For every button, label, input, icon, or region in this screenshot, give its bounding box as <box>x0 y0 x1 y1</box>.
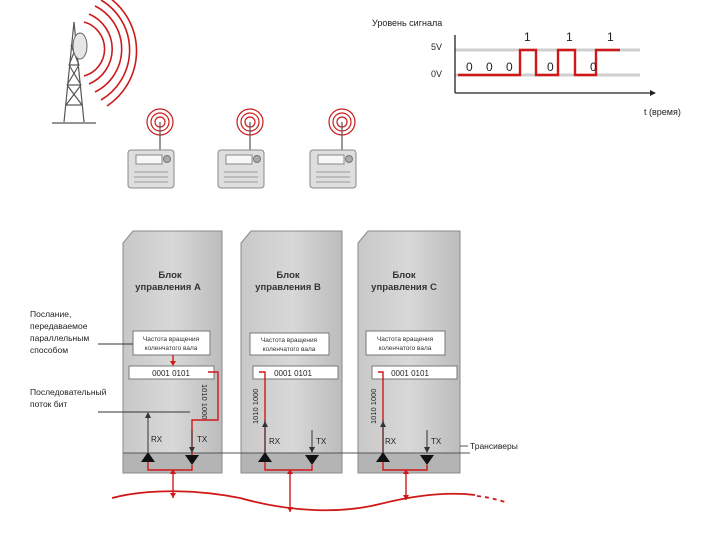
radio-receiver-icon <box>217 108 265 189</box>
transceivers-label: Трансиверы <box>470 441 518 451</box>
unit-a-title-line2: управления A <box>135 282 201 293</box>
bit-value: 1 <box>566 30 573 44</box>
unit-c-freq-line2: коленчатого вала <box>379 345 432 352</box>
unit-a-stream: 1010 1000 <box>200 384 209 419</box>
y-low-label: 0V <box>431 69 442 79</box>
unit-a-rx-label: RX <box>151 435 163 444</box>
serial-label-line1: Последовательный <box>30 387 107 397</box>
bit-value: 0 <box>590 60 597 74</box>
x-axis-arrow-icon <box>650 90 656 96</box>
unit-b-internals <box>249 332 339 512</box>
unit-a-tx-label: TX <box>197 435 208 444</box>
radio-receiver-icon <box>309 108 357 189</box>
parallel-label-line2: передаваемое <box>30 321 88 331</box>
parallel-label-line1: Послание, <box>30 309 71 319</box>
unit-b-title-line1: Блок <box>276 270 300 281</box>
unit-c-tx-label: TX <box>431 437 442 446</box>
unit-c-freq-line1: Частота вращения <box>377 336 434 343</box>
unit-b-freq-line1: Частота вращения <box>261 337 318 344</box>
data-bus-continuation <box>476 495 506 503</box>
unit-c-rx-label: RX <box>385 437 397 446</box>
unit-c-internals <box>365 330 458 500</box>
unit-b-code: 0001 0101 <box>274 369 312 378</box>
unit-b-freq-line2: коленчатого вала <box>263 346 316 353</box>
bit-value: 1 <box>607 30 614 44</box>
bit-value: 0 <box>547 60 554 74</box>
serial-label-line2: поток бит <box>30 399 67 409</box>
unit-a-freq-line1: Частота вращения <box>143 336 200 343</box>
unit-b-title-line2: управления B <box>255 282 321 293</box>
parallel-label-line3: параллельным <box>30 333 89 343</box>
parallel-label-line4: способом <box>30 345 68 355</box>
unit-a-title-line1: Блок <box>158 270 182 281</box>
unit-c-title-line2: управления C <box>371 282 437 293</box>
signal-waveform <box>458 48 620 77</box>
unit-a-internals <box>128 330 219 498</box>
unit-c-title-line1: Блок <box>392 270 416 281</box>
unit-a-code: 0001 0101 <box>152 369 190 378</box>
unit-b-tx-label: TX <box>316 437 327 446</box>
unit-b-stream: 1010 1000 <box>251 389 260 424</box>
data-bus-line <box>111 490 476 512</box>
bit-value: 0 <box>486 60 493 74</box>
unit-b-rx-label: RX <box>269 437 281 446</box>
unit-a-freq-line2: коленчатого вала <box>145 345 198 352</box>
signal-chart-title: Уровень сигнала <box>372 18 442 28</box>
x-axis-label: t (время) <box>644 107 681 117</box>
bit-value: 1 <box>524 30 531 44</box>
y-high-label: 5V <box>431 42 442 52</box>
unit-c-stream: 1010 1000 <box>369 389 378 424</box>
unit-c-code: 0001 0101 <box>391 369 429 378</box>
radio-tower-icon <box>52 0 138 124</box>
radio-receiver-icon <box>127 108 175 189</box>
bit-value: 0 <box>506 60 513 74</box>
bit-value: 0 <box>466 60 473 74</box>
